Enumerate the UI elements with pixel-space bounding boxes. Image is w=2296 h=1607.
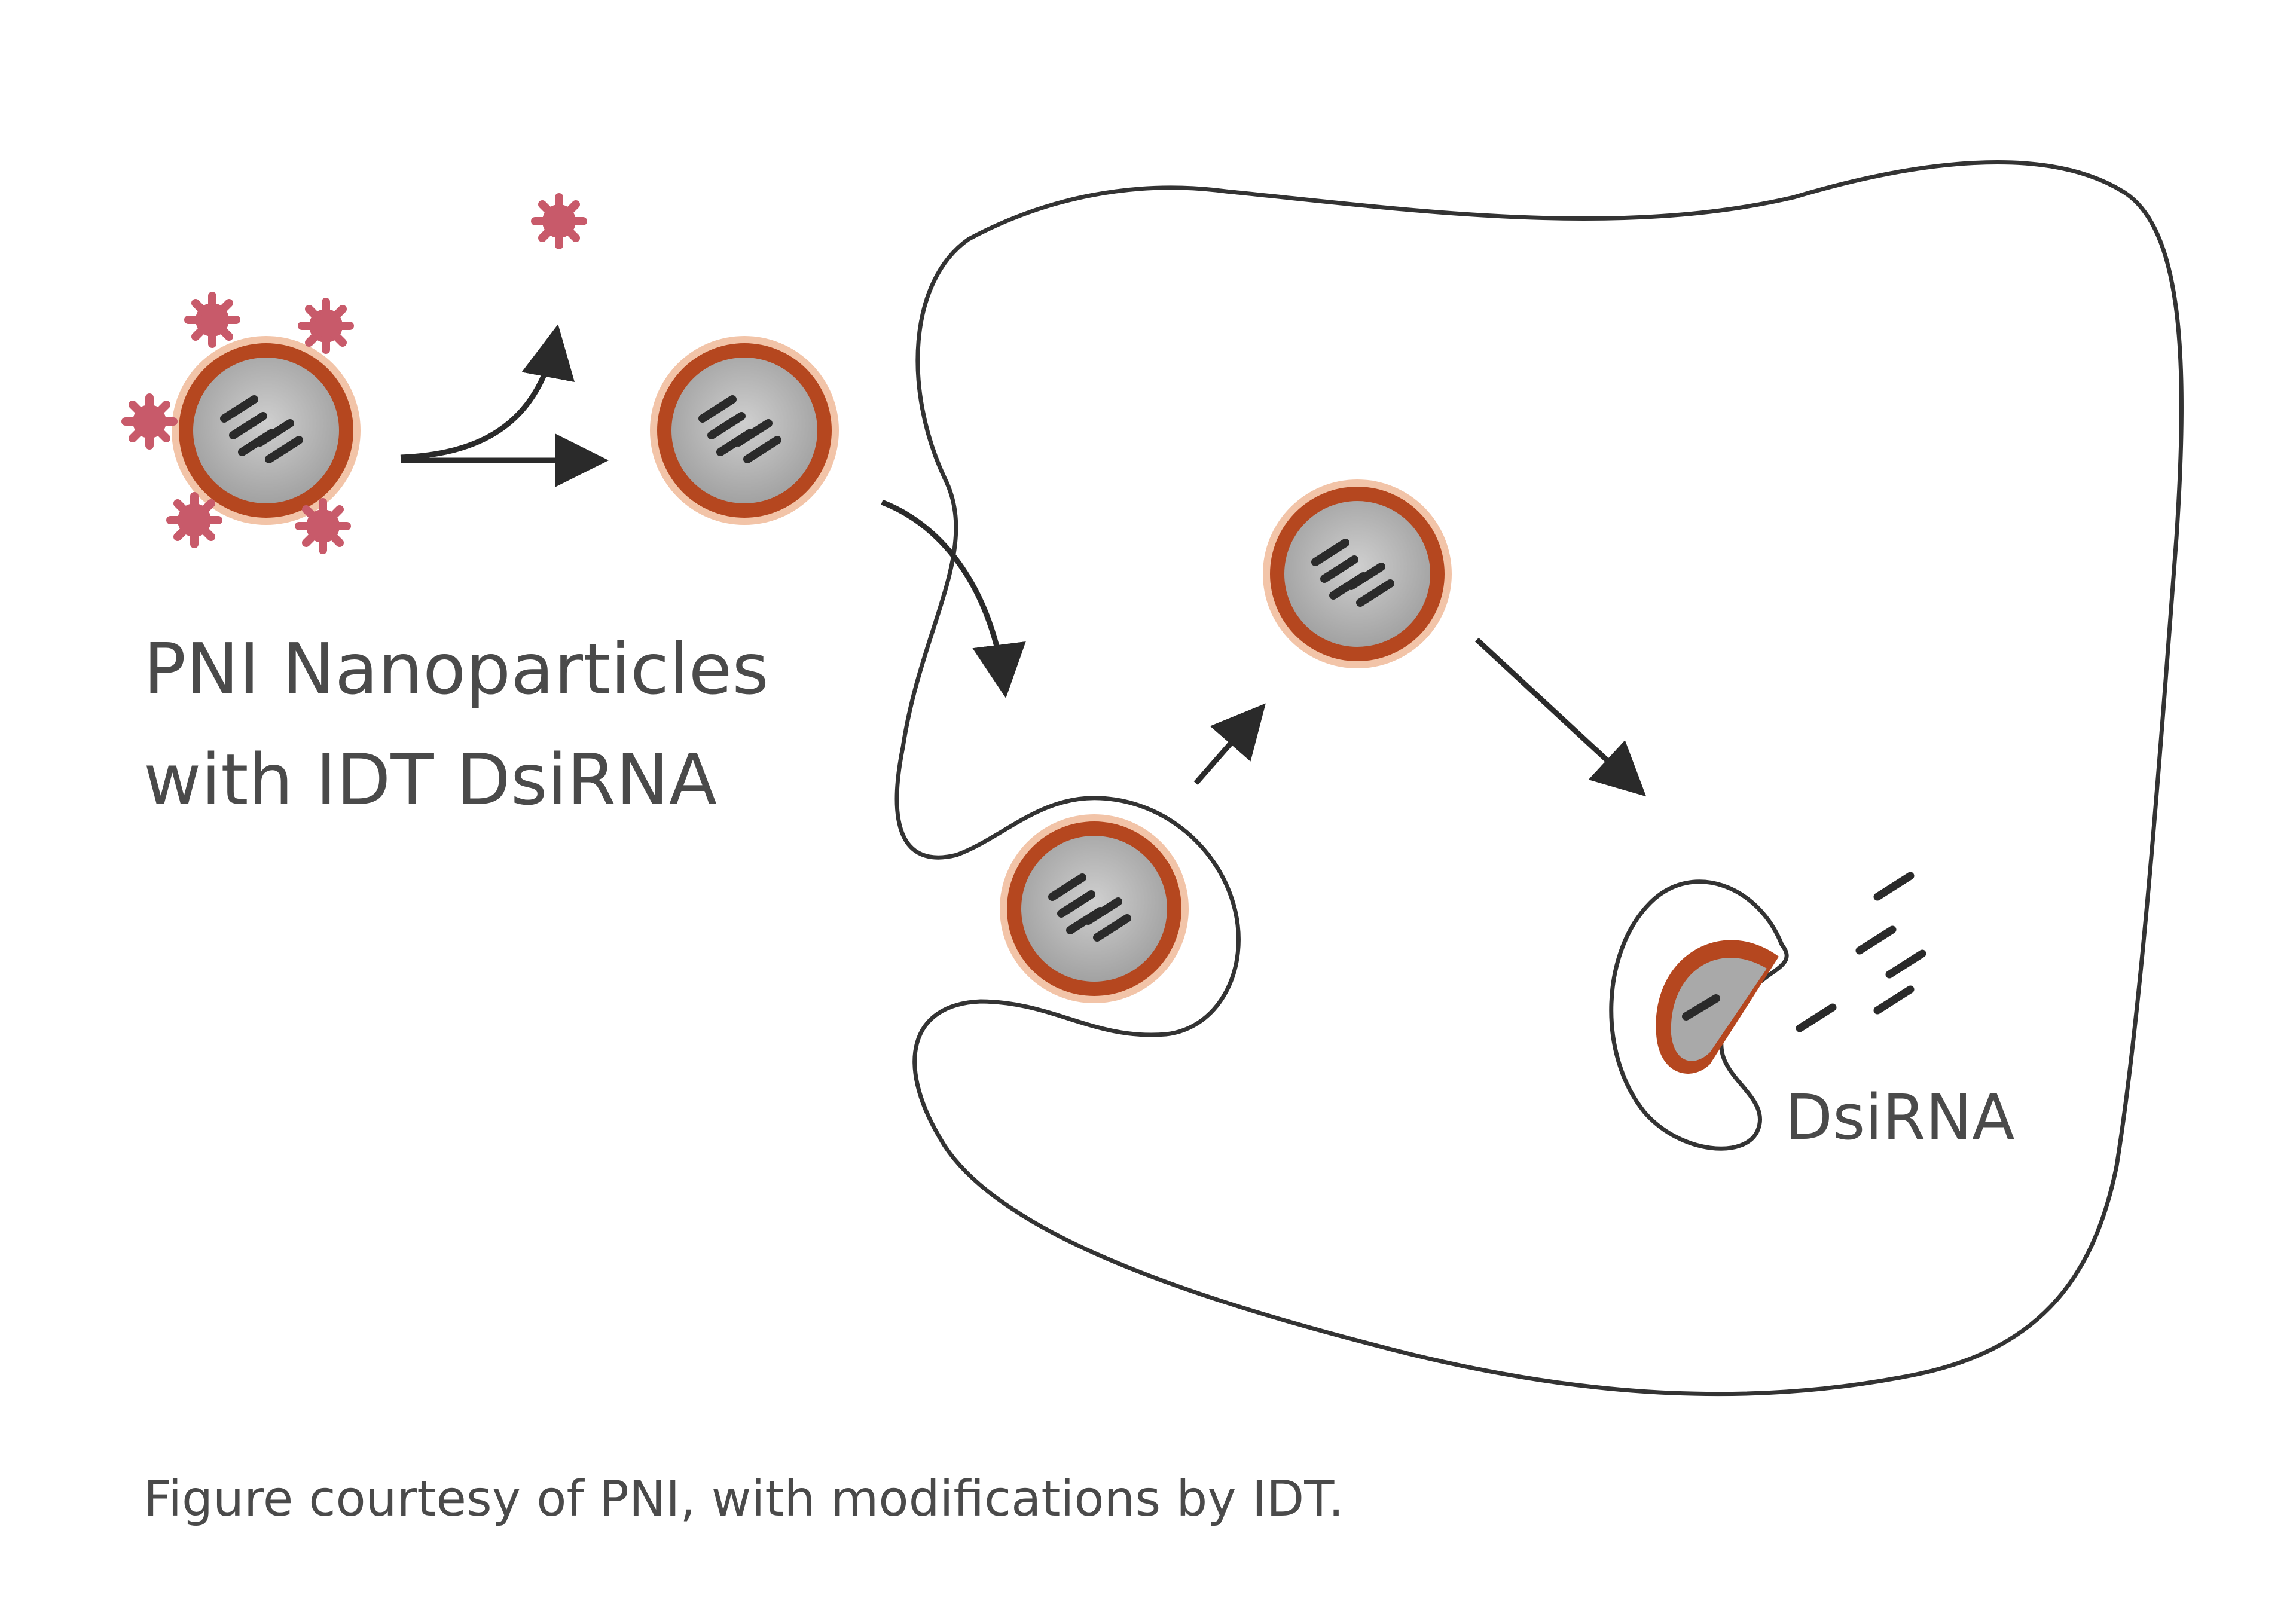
- nanoparticle-bare: [650, 336, 839, 525]
- particles-label-line1: PNI Nanoparticles: [144, 628, 769, 710]
- dsirna-label: DsiRNA: [1785, 1081, 2014, 1154]
- nanoparticle-with-ligands: [126, 296, 361, 550]
- released-ligand: [535, 197, 583, 245]
- release-arrow: [1477, 640, 1638, 789]
- nanoparticle-internal: [1263, 479, 1452, 668]
- ligand-release-arrow: [401, 335, 556, 457]
- particles-label-line2: with IDT DsiRNA: [144, 738, 717, 821]
- cell-membrane: [897, 162, 2181, 1394]
- released-dsirna-strands: [1800, 876, 1922, 1028]
- uptake-arrow: [1196, 711, 1259, 783]
- figure-caption: Figure courtesy of PNI, with modificatio…: [144, 1471, 1344, 1527]
- nanoparticle-endocytosed: [1000, 814, 1189, 1003]
- nanoparticle-degrading: [1656, 940, 1779, 1074]
